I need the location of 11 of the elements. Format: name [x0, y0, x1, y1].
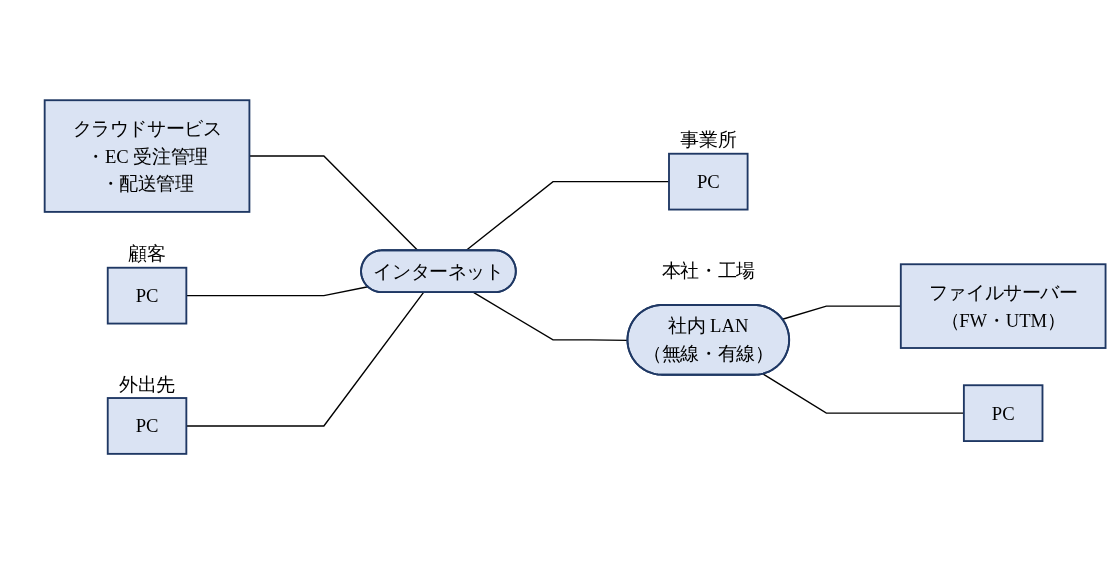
node-box: PC	[668, 152, 749, 211]
node-label: 本社・工場	[661, 259, 755, 281]
node-box: PC	[962, 384, 1044, 442]
node-label: 顧客	[128, 243, 166, 265]
node-box: PC	[106, 266, 188, 325]
node-label: 外出先	[119, 373, 175, 395]
connector	[465, 180, 670, 252]
node-box: クラウドサービス ・EC 受注管理 ・配送管理	[43, 99, 251, 213]
node-label: 事業所	[680, 129, 737, 151]
node-box: PC	[106, 397, 188, 455]
node-box: ファイルサーバー （FW・UTM）	[899, 263, 1107, 349]
